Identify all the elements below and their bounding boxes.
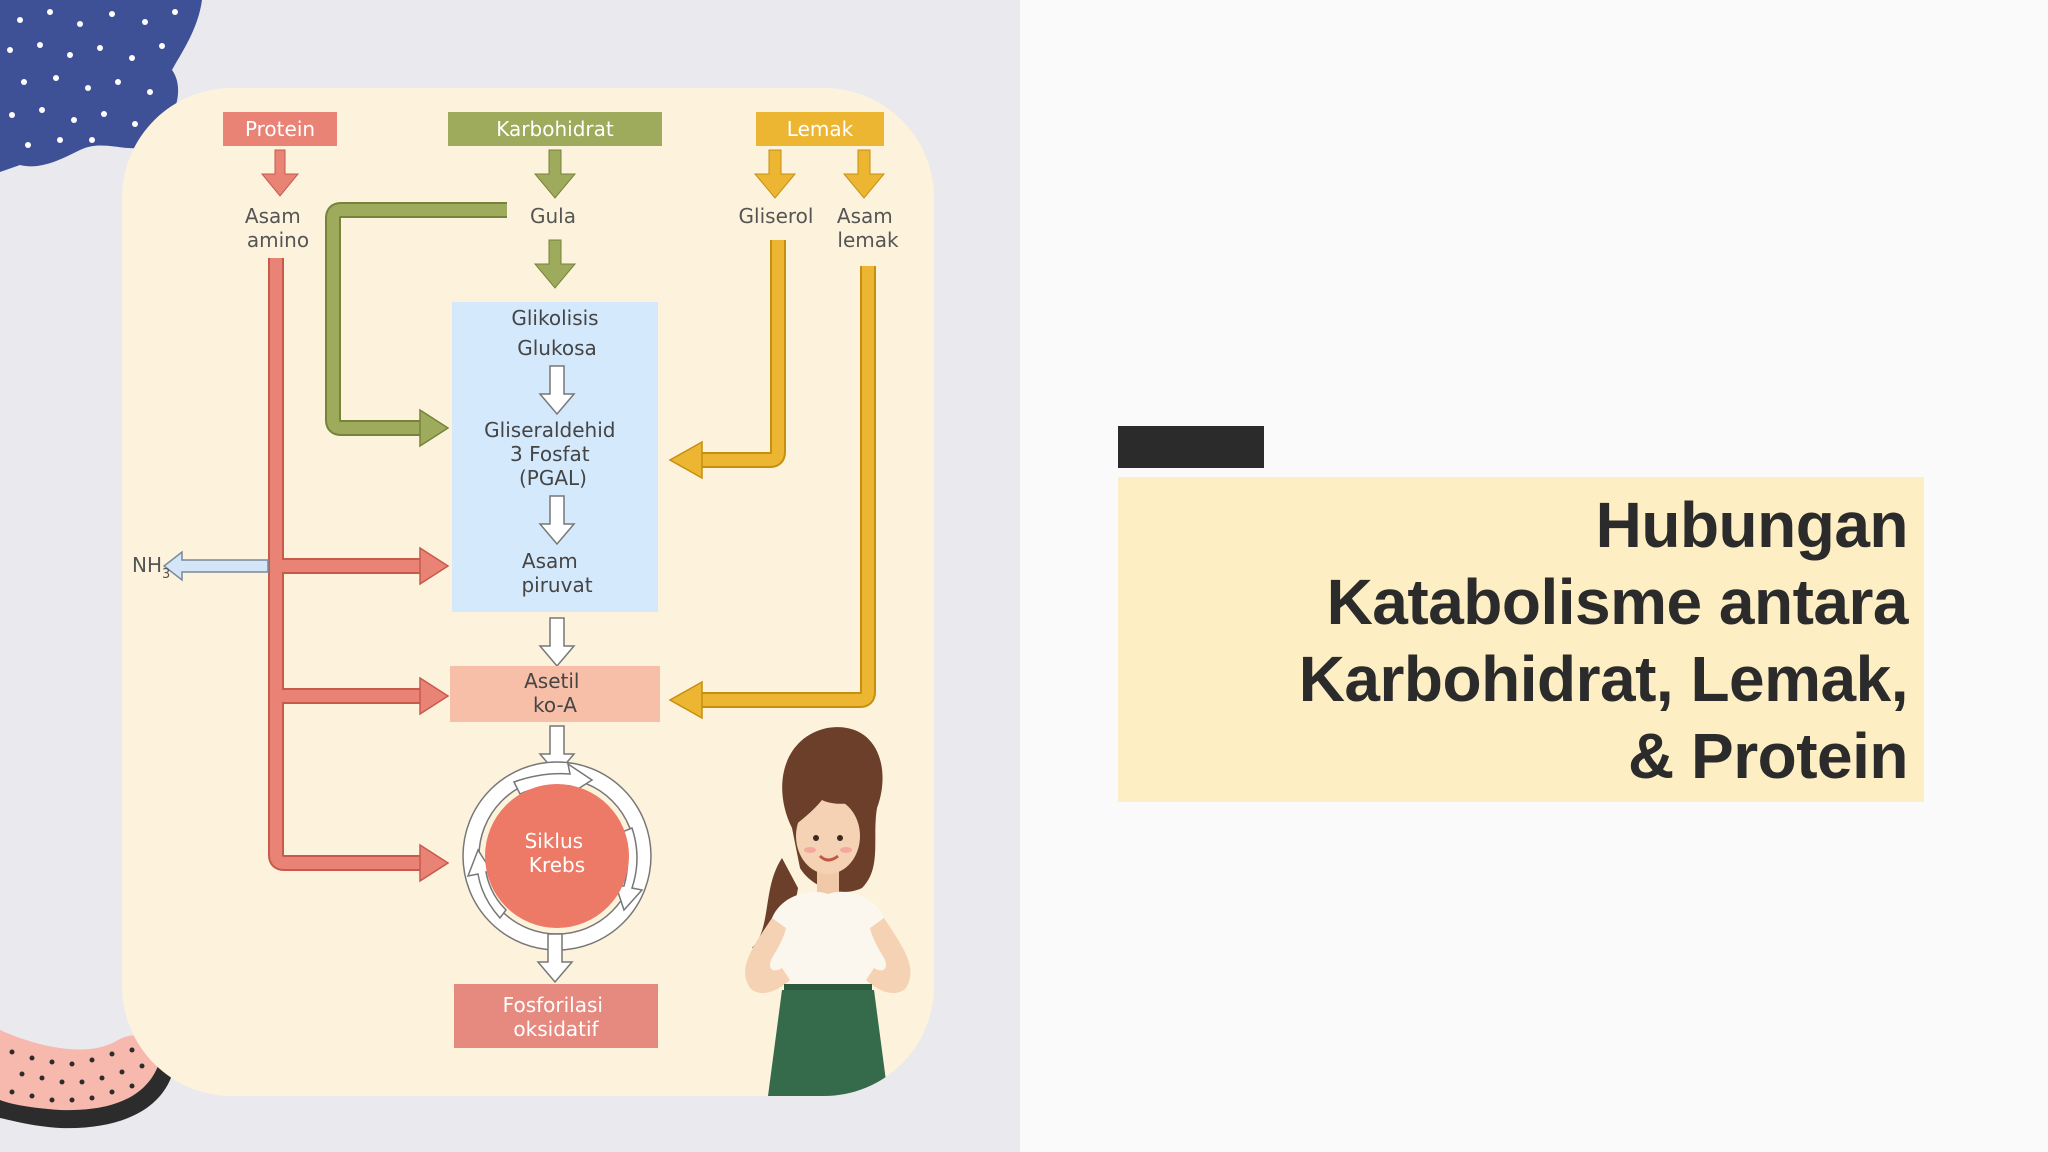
pgal-label: Gliseraldehid 3 Fosfat (PGAL) [484,418,622,490]
slide-title: Hubungan Katabolisme antara Karbohidrat,… [1118,487,1909,795]
pink-blob-dots [9,1047,145,1103]
gula-down-arrow [533,239,577,289]
nh3-arrow [162,550,269,582]
asetil-koa-box [450,666,660,722]
lemak-box [756,112,884,146]
glikolisis-label: Glikolisis [511,306,598,330]
title-line-1: Hubungan [1595,489,1909,561]
gula-label: Gula [530,204,576,228]
title-line-4: & Protein [1628,720,1908,792]
asam-lemak-to-asetil-arrowhead [668,680,703,720]
asam-lemak-down-arrow [842,149,886,199]
siklus-krebs-label: Siklus Krebs [525,829,590,877]
gliserol-to-pgal-path [700,240,786,468]
title-box: Hubungan Katabolisme antara Karbohidrat,… [1118,477,1924,802]
navy-blob-dots [7,9,178,148]
protein-to-asetil-arrowhead [419,676,450,716]
gliserol-label: Gliserol [739,204,814,228]
karbohidrat-box [448,112,662,146]
decorative-background [0,0,202,1129]
protein-label: Protein [245,117,315,141]
title-accent-bar [1118,426,1264,468]
lemak-label: Lemak [787,117,854,141]
woman-illustration [745,727,911,1096]
asam-amino-label: Asam amino [245,204,309,252]
glukosa-label: Glukosa [517,336,597,360]
gula-to-pgal-arrowhead [419,408,450,448]
karbohidrat-label: Karbohidrat [496,117,614,141]
catabolism-diagram: Protein Karbohidrat Lemak Asam amino Gul… [132,112,911,1096]
siklus-krebs-circle [485,784,629,928]
protein-box [223,112,337,146]
asetil-koa-label: Asetil ko-A [524,669,586,717]
pink-dotted-blob [0,1030,160,1111]
krebs-cycle-arrow-left [466,848,507,920]
protein-down-arrow [260,149,300,197]
gliserol-to-pgal-arrowhead [668,440,703,480]
piruvat-to-asetil-arrow [539,617,575,667]
fosforilasi-box [454,984,658,1048]
fosforilasi-label: Fosforilasi oksidatif [503,993,610,1041]
protein-to-krebs-arrowhead [419,843,450,883]
glikolisis-box [452,302,658,612]
protein-to-piruvat-arrowhead [419,546,450,586]
asam-piruvat-label: Asam piruvat [521,549,592,597]
left-panel: Protein Karbohidrat Lemak Asam amino Gul… [0,0,1020,1152]
karbohidrat-down-arrow [533,149,577,199]
asam-lemak-label: Asam lemak [837,204,899,252]
title-line-3: Karbohidrat, Lemak, [1298,643,1909,715]
gliserol-down-arrow [753,149,797,199]
diagram-card: Protein Karbohidrat Lemak Asam amino Gul… [122,88,934,1096]
nh3-label: NH3 [132,553,170,582]
title-line-2: Katabolisme antara [1326,566,1909,638]
